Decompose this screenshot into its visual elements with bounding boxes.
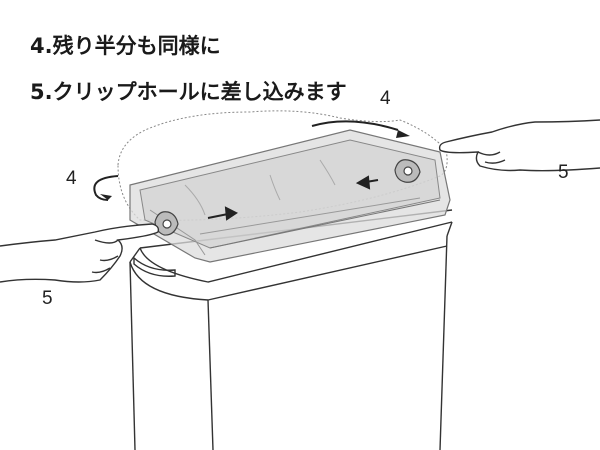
curved-arrow-icon [93, 175, 119, 201]
pointing-hand-icon [438, 119, 600, 172]
bag-tray [129, 129, 451, 263]
callout-label-4-left: 4 [66, 168, 77, 189]
curved-arrow-icon [311, 120, 410, 138]
callout-label-4-top: 4 [380, 88, 391, 109]
instruction-step-4: 4.残り半分も同様に [30, 34, 221, 58]
instruction-step-5: 5.クリップホールに差し込みます [30, 80, 347, 104]
callout-label-5-right: 5 [558, 162, 569, 183]
pointing-hand-icon [0, 223, 160, 283]
callout-label-5-left: 5 [42, 288, 53, 309]
clip-hole-icon [154, 159, 421, 236]
